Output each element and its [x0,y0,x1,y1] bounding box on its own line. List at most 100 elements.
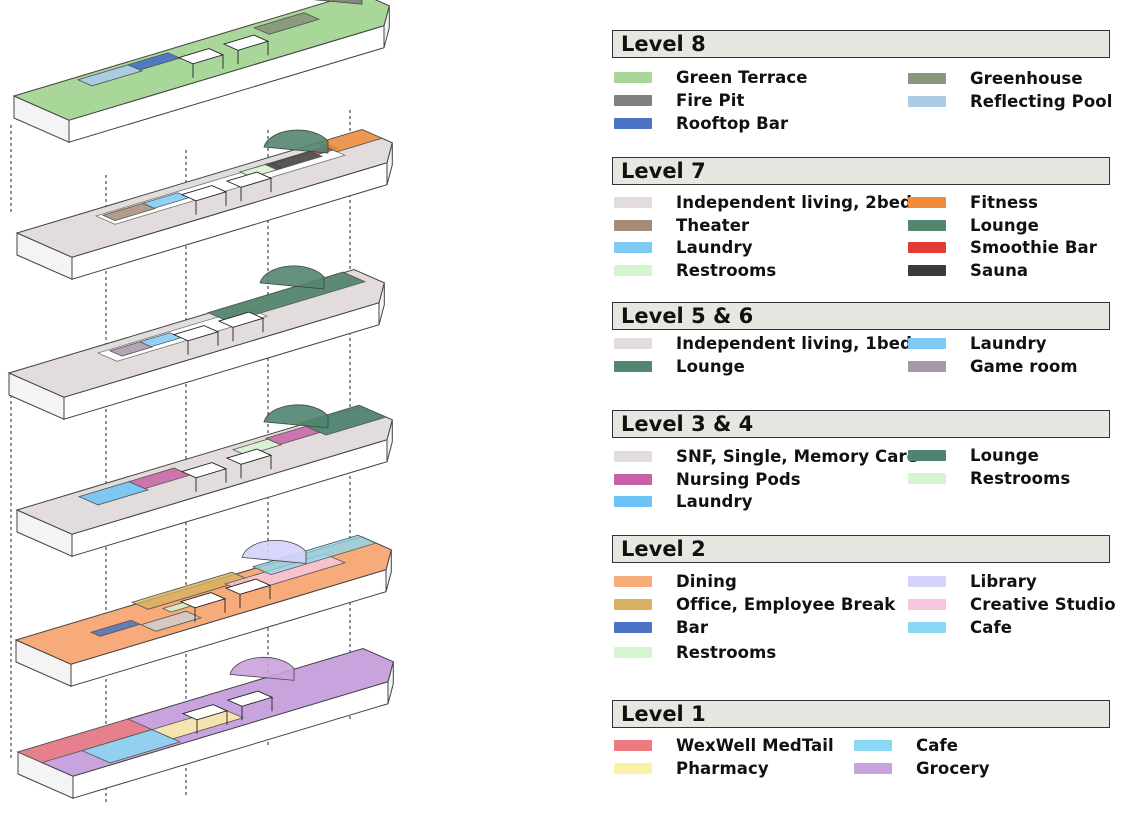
level-header: Level 2 [612,535,1110,563]
legend-label: Lounge [970,445,1039,465]
zone [101,202,157,222]
legend-label: Restrooms [676,642,777,662]
floor-level-2 [14,534,392,687]
level-header: Level 8 [612,30,1110,58]
zone [89,619,142,637]
color-swatch [614,117,652,129]
legend-item: Office, Employee Break [614,593,895,615]
color-swatch [614,621,652,633]
color-swatch [908,95,946,107]
legend-label: Fire Pit [676,90,745,110]
legend-label: Rooftop Bar [676,113,789,133]
legend-label: Pharmacy [676,758,769,778]
zone [251,534,378,576]
legend-label: Theater [676,215,750,235]
legend-label: Game room [970,356,1078,376]
color-swatch [908,575,946,587]
color-swatch [908,621,946,633]
legend-item: Lounge [908,214,1039,236]
color-swatch [614,337,652,349]
color-swatch [614,762,652,774]
color-swatch [854,762,892,774]
legend-label: Office, Employee Break [676,594,896,614]
color-swatch [908,264,946,276]
legend-label: Restrooms [970,468,1071,488]
legend-label: Laundry [676,491,753,511]
legend-label: Creative Studio [970,594,1116,614]
floor-level-1 [16,647,394,799]
color-swatch [614,598,652,610]
legend-label: Independent living, 2beds [676,192,922,212]
rotunda [263,129,329,154]
legend-item: Independent living, 1bed [614,332,912,354]
legend-item: Cafe [908,616,1012,638]
color-swatch [614,196,652,208]
level-header: Level 7 [612,157,1110,185]
zone [108,341,154,357]
legend-label: Dining [676,571,737,591]
color-swatch [614,71,652,83]
color-swatch [908,337,946,349]
zone [139,610,203,632]
legend-label: WexWell MedTail [676,735,834,755]
legend-item: Fire Pit [614,89,744,111]
legend-label: Cafe [970,617,1013,637]
color-swatch [908,72,946,84]
legend-label: Bar [676,617,709,637]
zone [80,729,182,764]
color-swatch [908,598,946,610]
legend-item: Laundry [908,332,1047,354]
floor-level-7 [15,128,393,280]
legend-label: Greenhouse [970,68,1083,88]
level-header: Level 5 & 6 [612,302,1110,330]
legend-item: Greenhouse [908,67,1083,89]
legend-item: Laundry [614,236,753,258]
rotunda [229,656,295,681]
color-swatch [614,575,652,587]
floor-level-8 [12,0,390,143]
level-header: Level 3 & 4 [612,410,1110,438]
legend-label: Laundry [970,333,1047,353]
color-swatch [614,241,652,253]
legend-label: Sauna [970,260,1029,280]
legend-item: WexWell MedTail [614,734,834,756]
legend-item: Theater [614,214,749,236]
legend-label: Green Terrace [676,67,808,87]
legend-label: Grocery [916,758,990,778]
zone [252,12,321,35]
legend-label: Library [970,571,1037,591]
zone [263,150,324,171]
legend-label: Smoothie Bar [970,237,1098,257]
color-swatch [908,360,946,372]
color-swatch [908,219,946,231]
legend-label: SNF, Single, Memory Care [676,446,919,466]
level-header: Level 1 [612,700,1110,728]
legend-label: Lounge [970,215,1039,235]
color-swatch [614,94,652,106]
legend-item: Library [908,570,1037,592]
legend-item: Sauna [908,259,1028,281]
legend-item: Reflecting Pool [908,90,1112,112]
legend-item: Lounge [908,444,1039,466]
legend-item: Creative Studio [908,593,1116,615]
color-swatch [614,473,652,485]
legend-item: Green Terrace [614,66,808,88]
color-swatch [908,241,946,253]
color-swatch [614,646,652,658]
floor-level-5-6 [7,265,385,420]
floor-level-3-4 [15,404,393,557]
legend-label: Cafe [916,735,959,755]
legend-label: Lounge [676,356,745,376]
legend-item: Bar [614,616,708,638]
legend-item: Nursing Pods [614,468,801,490]
rotunda [263,404,329,429]
color-swatch [614,450,652,462]
rotunda [241,540,307,564]
zone [315,129,384,153]
